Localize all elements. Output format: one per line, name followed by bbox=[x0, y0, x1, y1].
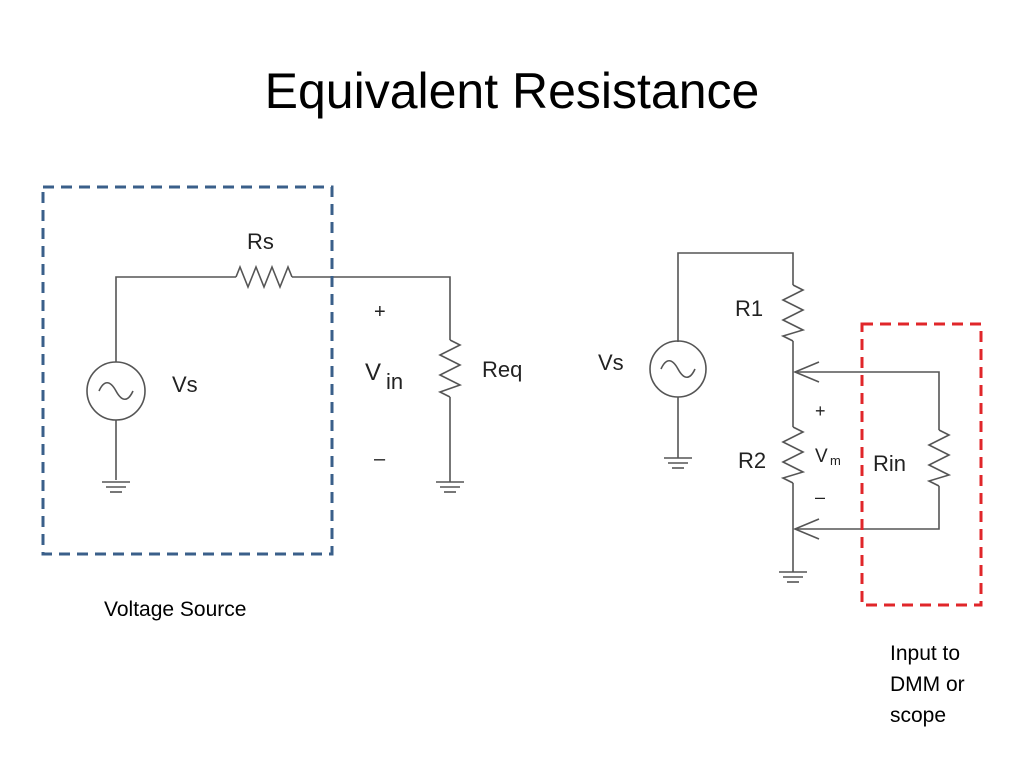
r2-resistor bbox=[780, 426, 806, 484]
right-vs-label: Vs bbox=[598, 350, 624, 375]
right-minus-label: – bbox=[815, 487, 825, 507]
voltage-source-box bbox=[41, 185, 334, 556]
req-label: Req bbox=[482, 357, 522, 382]
probe-wire-bottom bbox=[795, 486, 940, 530]
vin-label-main: V bbox=[365, 359, 381, 386]
rin-label: Rin bbox=[873, 451, 906, 476]
vin-label-sub: in bbox=[386, 369, 403, 394]
left-vs-label: Vs bbox=[172, 372, 198, 397]
right-plus-label: + bbox=[815, 401, 826, 421]
req-resistor bbox=[437, 339, 463, 398]
ground-icon bbox=[779, 571, 807, 583]
input-caption-line: Input to bbox=[890, 642, 961, 665]
ground-icon bbox=[436, 481, 464, 493]
input-caption-line: DMM or bbox=[890, 673, 965, 696]
input-caption: Input to DMM or scope bbox=[890, 638, 965, 731]
ground-icon bbox=[664, 457, 692, 469]
probe-wire-top bbox=[795, 371, 940, 430]
r2-label: R2 bbox=[738, 448, 766, 473]
ground-icon bbox=[102, 481, 130, 493]
left-minus-label: – bbox=[374, 448, 386, 470]
right-circuit bbox=[649, 252, 952, 583]
sine-wave-icon bbox=[98, 381, 134, 401]
voltage-source-caption: Voltage Source bbox=[104, 598, 247, 621]
right-wire-top bbox=[677, 252, 794, 342]
left-plus-label: + bbox=[374, 301, 386, 323]
r1-label: R1 bbox=[735, 296, 763, 321]
rs-resistor bbox=[235, 264, 293, 290]
vm-label-main: V bbox=[815, 446, 828, 467]
r1-resistor bbox=[780, 284, 806, 342]
input-caption-line: scope bbox=[890, 704, 947, 727]
arrow-left-icon bbox=[792, 361, 820, 383]
left-wire-top bbox=[115, 276, 236, 362]
slide-title: Equivalent Resistance bbox=[264, 63, 760, 119]
rs-label: Rs bbox=[247, 229, 274, 254]
sine-wave-icon bbox=[660, 359, 696, 379]
arrow-left-icon bbox=[792, 518, 820, 540]
input-box bbox=[860, 322, 983, 607]
left-circuit bbox=[86, 264, 464, 493]
vm-label-sub: m bbox=[830, 453, 841, 468]
left-wire-right bbox=[292, 276, 451, 340]
rin-resistor bbox=[926, 429, 952, 487]
